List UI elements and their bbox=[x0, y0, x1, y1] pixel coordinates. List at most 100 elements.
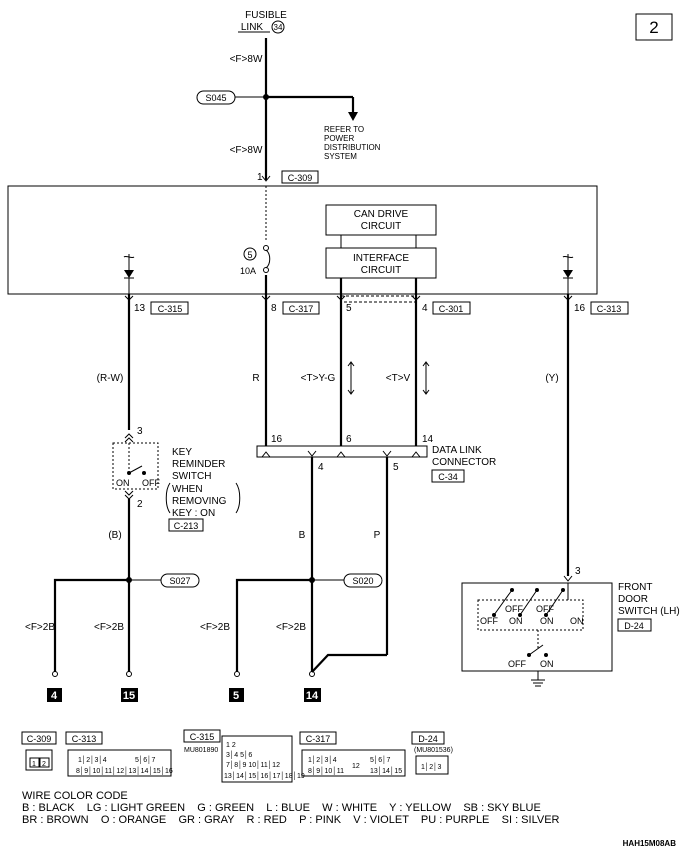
refer-note-4: SYSTEM bbox=[324, 152, 357, 161]
fds-off-1: OFF bbox=[480, 616, 498, 626]
fds-on-4: ON bbox=[540, 659, 554, 669]
pin-5: 5 bbox=[346, 303, 352, 314]
conn-c313-row1b: 5│6│7 bbox=[135, 755, 156, 765]
legend-line-1: B : BLACK LG : LIGHT GREEN G : GREEN L :… bbox=[22, 802, 541, 814]
conn-c315-part: MU801890 bbox=[184, 747, 218, 754]
conn-c309-face bbox=[25, 749, 53, 771]
fds-label-3: SWITCH (LH) bbox=[618, 606, 680, 617]
pin-c313-code: C-313 bbox=[597, 304, 622, 314]
conn-c317-code: C-317 bbox=[306, 734, 331, 744]
fusible-number: 34 bbox=[274, 23, 283, 32]
fds-on-2: ON bbox=[540, 616, 554, 626]
fds-code: D-24 bbox=[624, 621, 644, 631]
pin-c309-num: 1 bbox=[257, 172, 263, 183]
conn-c309-code: C-309 bbox=[27, 734, 52, 744]
conn-c317-center: 12 bbox=[352, 763, 360, 770]
fds-off-3: OFF bbox=[536, 604, 554, 614]
pin-c315-code: C-315 bbox=[158, 304, 183, 314]
conn-c317-r1: 1│2│3│4 bbox=[308, 755, 337, 765]
refer-note-3: DISTRIBUTION bbox=[324, 143, 381, 152]
conn-c313-row1a: 1│2│3│4 bbox=[78, 755, 107, 765]
pin-c313-num: 16 bbox=[574, 303, 586, 314]
wire-label-t-y-g: <T>Y-G bbox=[301, 373, 336, 384]
krs-on: ON bbox=[116, 478, 130, 488]
wire-label-f8w-mid: <F>8W bbox=[230, 145, 263, 156]
ground-4 bbox=[47, 688, 62, 702]
conn-c317-r2b: 13│14│15 bbox=[370, 766, 402, 776]
wire-label-f2b-4: <F>2B bbox=[276, 622, 306, 633]
fds-label-2: DOOR bbox=[618, 594, 648, 605]
wire-label-f2b-2: <F>2B bbox=[94, 622, 124, 633]
diode-icon bbox=[124, 270, 134, 278]
ground-15 bbox=[121, 688, 138, 702]
pin-c317-code: C-317 bbox=[289, 304, 314, 314]
conn-c313-row2: 8│9│10│11│12│13│14│15│16 bbox=[76, 766, 173, 776]
wire-label-t-v: <T>V bbox=[386, 373, 411, 384]
conn-c315-r3: 7│8│9 10│11│12 bbox=[226, 760, 280, 770]
bidirectional-arrow-icon bbox=[347, 361, 430, 395]
can-drive-l1: CAN DRIVE bbox=[354, 209, 409, 220]
fusible-number-circle bbox=[271, 20, 285, 34]
wire-label-r: R bbox=[252, 373, 259, 384]
conn-d24-code: D-24 bbox=[418, 734, 438, 744]
ground-4-label: 4 bbox=[51, 690, 58, 702]
pin-c309-code: C-309 bbox=[288, 173, 313, 183]
can-drive-box bbox=[325, 204, 437, 236]
data-link-connector bbox=[256, 445, 428, 458]
conn-c315-r2: 3│4 5│6 bbox=[226, 750, 252, 760]
conn-c313-face bbox=[67, 749, 172, 777]
interface-l2: CIRCUIT bbox=[361, 265, 402, 276]
krs-when-3: KEY : ON bbox=[172, 508, 215, 519]
krs-off: OFF bbox=[142, 478, 160, 488]
krs-pin-2: 2 bbox=[137, 499, 143, 510]
wire-label-b-left: (B) bbox=[108, 530, 121, 541]
fds-off-2: OFF bbox=[505, 604, 523, 614]
conn-d24-pins: 1│2│3 bbox=[421, 762, 442, 772]
legend-line-2: BR : BROWN O : ORANGE GR : GRAY R : RED … bbox=[22, 814, 560, 826]
conn-c315-r4: 13│14│15│16│17│18│19 bbox=[224, 771, 305, 781]
fds-off-4: OFF bbox=[508, 659, 526, 669]
krs-label-3: SWITCH bbox=[172, 471, 211, 482]
figure-id: HAH15M08AB bbox=[623, 839, 677, 848]
conn-c309-pin1: 1 bbox=[32, 761, 36, 768]
fds-label-1: FRONT bbox=[618, 582, 652, 593]
pin-c301-num: 4 bbox=[422, 303, 428, 314]
dlc-pin-4: 4 bbox=[318, 462, 324, 473]
splice-s027 bbox=[160, 573, 200, 588]
krs-pin-3: 3 bbox=[137, 426, 143, 437]
wire-label-f2b-1: <F>2B bbox=[25, 622, 55, 633]
conn-c317-r2: 8│9│10│11 bbox=[308, 766, 344, 776]
arrow-down-icon bbox=[348, 112, 358, 121]
refer-note-1: REFER TO bbox=[324, 125, 364, 134]
page-number-box bbox=[635, 13, 673, 41]
conn-c317-face bbox=[301, 749, 406, 777]
krs-when-1: WHEN bbox=[172, 484, 203, 495]
ground-14 bbox=[304, 688, 321, 702]
splice-s027-label: S027 bbox=[169, 576, 190, 586]
etacs-box bbox=[7, 185, 598, 295]
dlc-pin-6: 6 bbox=[346, 434, 352, 445]
splice-s020-label: S020 bbox=[352, 576, 373, 586]
krs-when-2: REMOVING bbox=[172, 496, 227, 507]
dlc-label-1: DATA LINK bbox=[432, 445, 482, 456]
pin-c317-num: 8 bbox=[271, 303, 277, 314]
krs-label-2: REMINDER bbox=[172, 459, 225, 470]
splice-s045-label: S045 bbox=[205, 93, 226, 103]
fusible-label: LINK bbox=[241, 22, 264, 33]
krs-label-1: KEY bbox=[172, 447, 192, 458]
pin-c315-num: 13 bbox=[134, 303, 146, 314]
fds-pin-3: 3 bbox=[575, 566, 581, 577]
fds-on-3: ON bbox=[570, 616, 584, 626]
wire-label-r-w: (R-W) bbox=[97, 373, 124, 384]
conn-c315-r1: 1 2 bbox=[226, 742, 236, 749]
refer-note-2: POWER bbox=[324, 134, 354, 143]
fuse-number: 5 bbox=[247, 250, 252, 260]
conn-c309-pin2: 2 bbox=[42, 761, 46, 768]
wire-label-y: (Y) bbox=[545, 373, 558, 384]
key-reminder-switch bbox=[112, 442, 159, 490]
krs-code: C-213 bbox=[174, 521, 199, 531]
ground-5 bbox=[229, 688, 244, 702]
pin-c301-code: C-301 bbox=[439, 304, 464, 314]
conn-d24-face bbox=[415, 755, 449, 775]
